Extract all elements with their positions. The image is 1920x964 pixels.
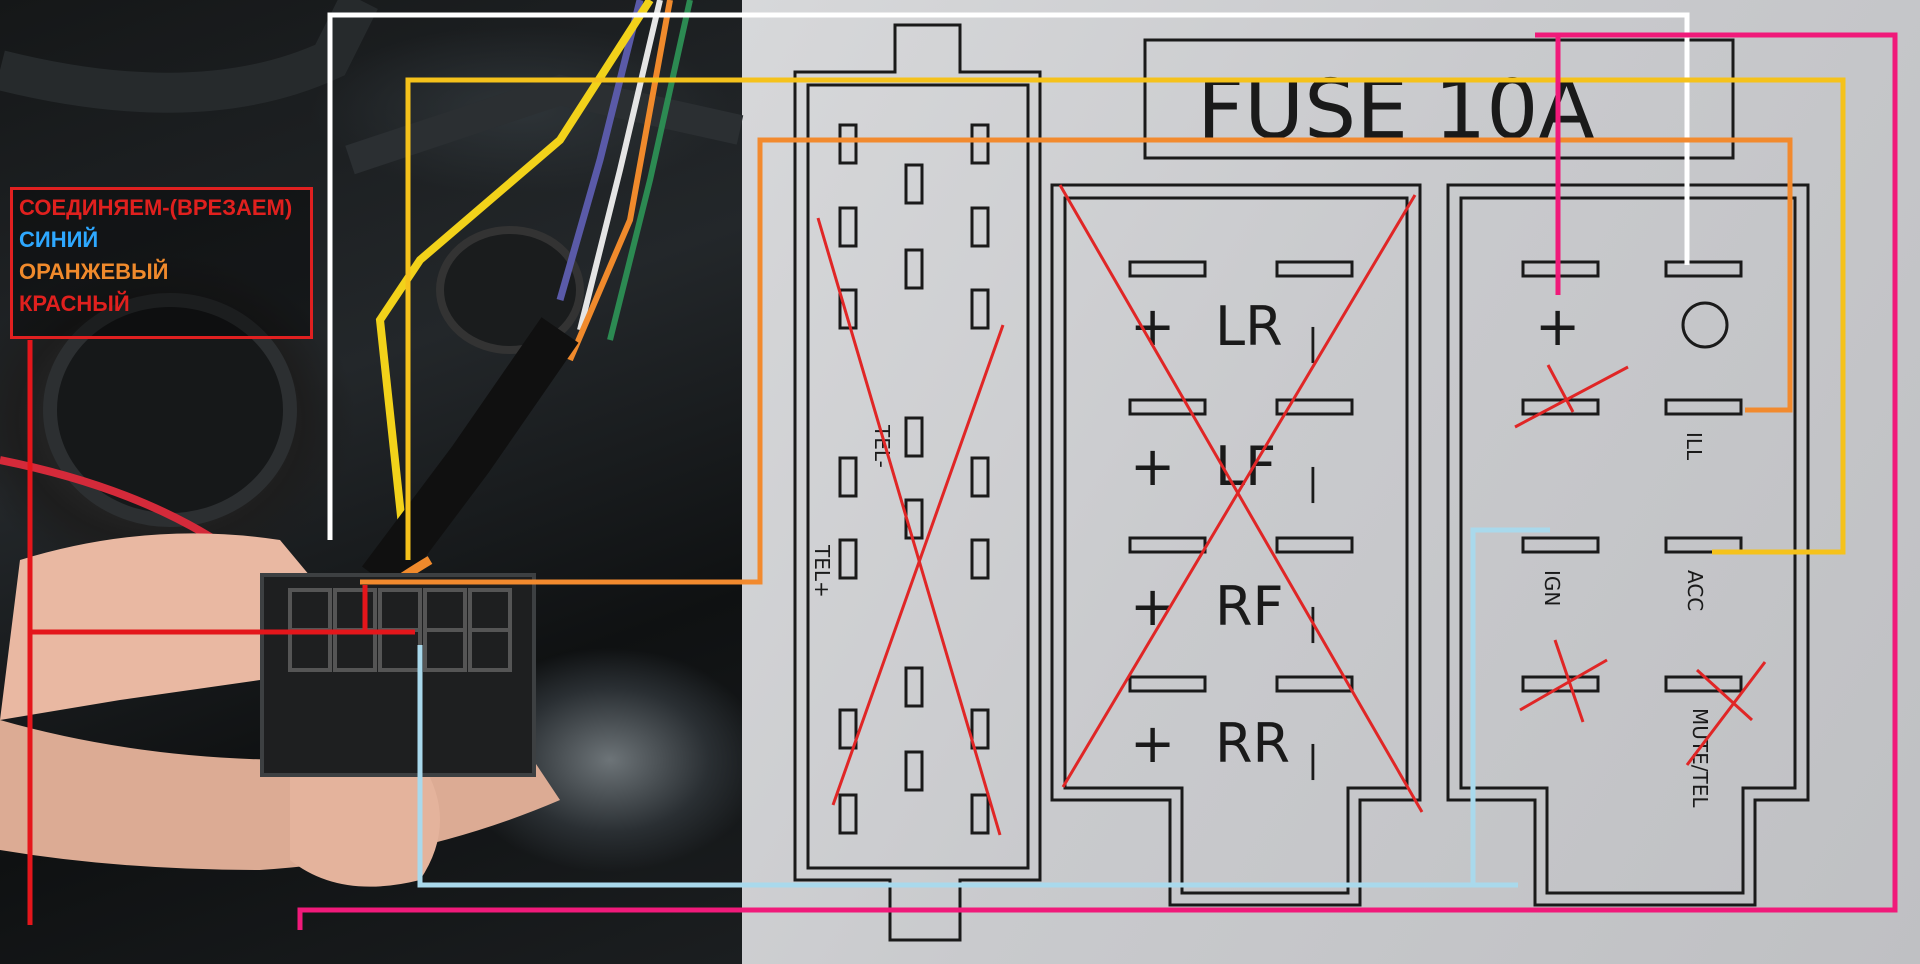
legend: СОЕДИНЯЕМ-(ВРЕЗАЕМ) СИНИЙ ОРАНЖЕВЫЙ КРАС… (10, 187, 313, 339)
rf-plus: + (1130, 575, 1175, 638)
legend-connect-text: СОЕДИНЯЕМ-(ВРЕЗАЕМ) (19, 195, 293, 220)
fuse-label: FUSE 10A (1197, 63, 1595, 158)
ill-label: ILL (1682, 432, 1706, 461)
yellow-wire-line (405, 77, 1846, 560)
lf-plus: + (1130, 435, 1175, 498)
photo-details (0, 0, 744, 887)
connector-pinout-sheet (742, 0, 1920, 964)
lightblue-wire-line (417, 527, 1550, 888)
power-plus-label: + (1535, 295, 1580, 358)
lr-plus: + (1130, 295, 1175, 358)
legend-orange-text: ОРАНЖЕВЫЙ (19, 259, 169, 284)
rf-name: RF (1215, 575, 1284, 638)
lr-name: LR (1215, 295, 1283, 358)
legend-blue-text: СИНИЙ (19, 227, 99, 252)
pinout-labels: FUSE 10A TEL- TEL+ + LR — + LF — + RF — … (810, 63, 1712, 808)
acc-label: ACC (1683, 570, 1707, 611)
cross-outs (816, 184, 1767, 836)
rr-minus: — (1292, 742, 1338, 782)
orange-wire-line (360, 137, 1793, 585)
tel-plus-label: TEL+ (810, 544, 834, 598)
red-wire-line (27, 340, 415, 925)
rr-name: RR (1215, 712, 1290, 775)
lr-minus: — (1292, 325, 1338, 365)
pinout-drawing (793, 23, 1810, 942)
left-connector-pins (838, 123, 990, 835)
rr-plus: + (1130, 712, 1175, 775)
pink-wire-line (297, 32, 1898, 930)
lf-minus: — (1292, 465, 1338, 505)
ign-label: IGN (1540, 570, 1564, 606)
legend-red-text: КРАСНЫЙ (19, 291, 130, 316)
speaker-connector-pins (1128, 260, 1354, 693)
wire-overlay-lines (27, 12, 1898, 930)
